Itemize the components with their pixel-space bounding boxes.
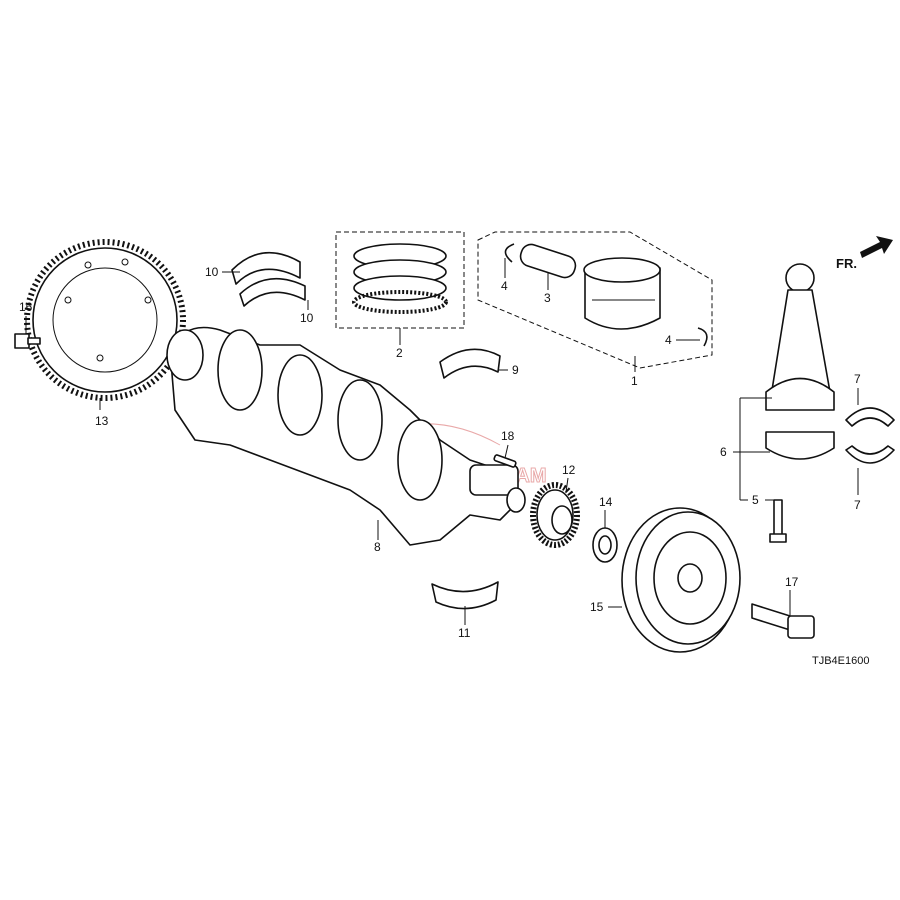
crankshaft-8	[166, 326, 526, 546]
callout-3: 3	[544, 291, 551, 305]
callout-2: 2	[396, 346, 403, 360]
callout-11: 11	[458, 626, 471, 640]
callout-4-right: 4	[665, 333, 672, 347]
direction-label: FR.	[836, 256, 857, 271]
callout-14: 14	[599, 495, 613, 509]
callout-7-lower: 7	[854, 498, 861, 512]
callout-18: 18	[501, 429, 515, 443]
callout-15: 15	[590, 600, 604, 614]
piston-rings-2	[335, 231, 465, 329]
bolt-16	[14, 333, 41, 349]
washer-14	[592, 527, 618, 563]
callout-12: 12	[562, 463, 576, 477]
callout-16: 16	[19, 300, 33, 314]
main-bearing-10	[231, 251, 306, 307]
callout-4-left: 4	[501, 279, 508, 293]
callout-6: 6	[720, 445, 727, 459]
callout-1: 1	[631, 374, 638, 388]
callout-8: 8	[374, 540, 381, 554]
callout-5: 5	[752, 493, 759, 507]
callout-10-lower: 10	[300, 311, 314, 325]
callout-10-upper: 10	[205, 265, 219, 279]
pulley-bolt-17	[751, 603, 815, 639]
diagram-code: TJB4E1600	[812, 655, 869, 667]
callout-17: 17	[785, 575, 799, 589]
woodruff-key-18	[493, 454, 517, 468]
leader-lines	[25, 258, 859, 625]
main-bearing-9	[439, 348, 501, 379]
crank-sprocket-12	[530, 482, 580, 548]
front-direction-indicator: FR.	[836, 236, 893, 271]
main-bearing-11	[431, 581, 499, 610]
callout-9: 9	[512, 363, 519, 377]
piston-assembly-1	[477, 231, 713, 369]
callout-7-upper: 7	[854, 372, 861, 386]
arrow-icon	[860, 236, 893, 258]
reluctor-ring-13	[24, 239, 186, 401]
callout-labels: 13 16 10 10 2 4 3 4 1 9 8 18 12 14 15 17…	[19, 265, 861, 640]
callout-13: 13	[95, 414, 109, 428]
rod-bearing-7	[845, 407, 895, 464]
crank-pulley-15	[621, 507, 741, 653]
